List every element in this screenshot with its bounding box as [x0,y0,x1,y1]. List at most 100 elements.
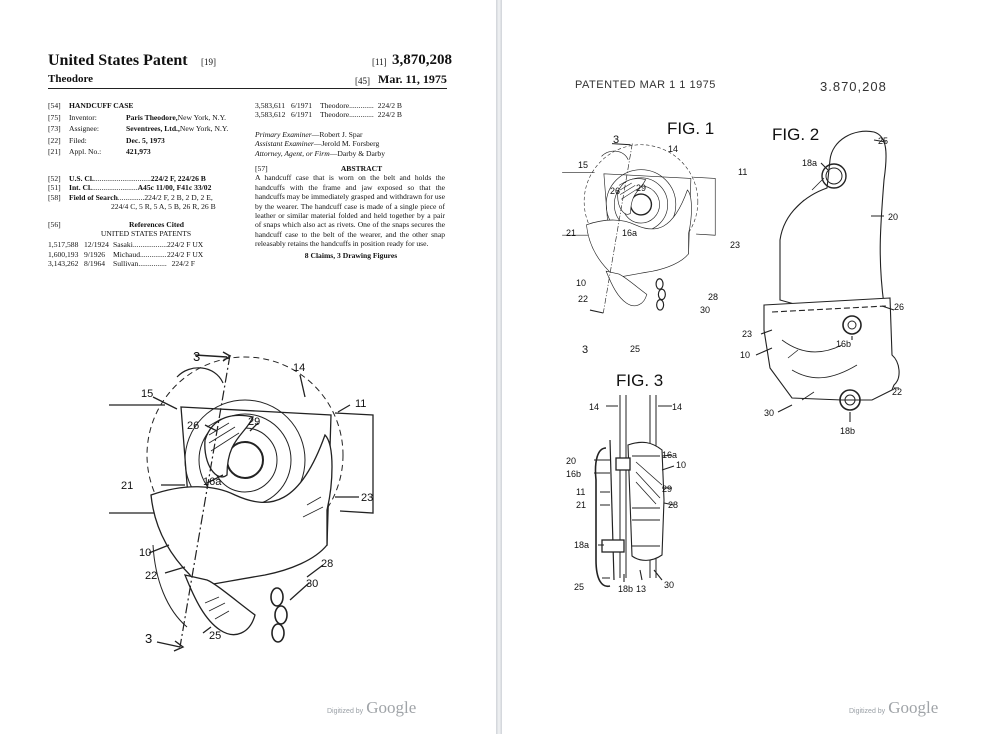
svg-text:14: 14 [589,402,599,412]
assistant-examiner: Assistant Examiner—Jerold M. Forsberg [255,139,380,149]
svg-text:18b: 18b [840,426,855,436]
claims-count: 8 Claims, 3 Drawing Figures [304,250,398,260]
drawing-sheet: PATENTED MAR 1 1 1975 3.870,208 FIG. 1 [502,0,1000,734]
svg-text:16b: 16b [566,469,581,479]
svg-text:28: 28 [708,292,718,302]
fig-2: FIG. 2 18a 25 20 26 23 16b 10 [740,125,904,436]
references-subheading: UNITED STATES PATENTS [100,229,192,238]
svg-text:11: 11 [738,167,747,177]
fig1-title: FIG. 1 [667,119,714,138]
svg-text:29: 29 [662,484,672,494]
svg-text:18b: 18b [618,584,633,594]
svg-text:14: 14 [668,144,678,154]
svg-text:21: 21 [576,500,586,510]
svg-text:10: 10 [740,350,750,360]
svg-text:22: 22 [892,387,902,397]
belt-loop-section [594,447,611,588]
svg-text:14: 14 [293,362,305,374]
front-page-figure: 3 3 14 15 11 26 29 21 16a 23 10 22 28 30… [109,349,374,652]
biblio-row: [73] Assignee: Seventrees, Ltd., New Yor… [48,124,229,134]
title-code: [19] [201,57,216,67]
svg-text:30: 30 [306,578,318,590]
fig3-title: FIG. 3 [616,371,663,390]
citation-row: 3,583,6116/1971Theodore.................… [255,101,402,110]
section-label-top: 3 [193,349,200,364]
sheet-patent-number: 3.870,208 [820,79,887,94]
abstract-text: A handcuff case that is worn on the belt… [255,173,445,249]
patent-number: 3,870,208 [392,52,452,68]
svg-text:15: 15 [141,388,153,400]
fig-3: FIG. 3 14 14 20 16b 16a 10 11 29 21 28 [566,371,686,594]
svg-text:25: 25 [630,344,640,354]
svg-text:22: 22 [578,294,588,304]
class-row: [52] U.S. Cl. ..........................… [48,173,206,183]
svg-text:30: 30 [764,408,774,418]
svg-text:30: 30 [700,305,710,315]
biblio-row: [22] Filed: Dec. 5, 1973 [48,135,165,145]
svg-text:23: 23 [742,329,752,339]
svg-text:23: 23 [730,240,740,250]
patent-title: United States Patent [48,52,188,69]
svg-text:10: 10 [139,547,151,559]
svg-text:26: 26 [894,302,904,312]
inventor-surname: Theodore [48,73,94,85]
svg-text:16a: 16a [622,228,637,238]
svg-text:23: 23 [361,492,373,504]
biblio-column: [54] HANDCUFF CASE [75] Inventor: Paris … [48,101,244,269]
svg-text:30: 30 [664,580,674,590]
svg-text:20: 20 [888,212,898,222]
svg-text:13: 13 [636,584,646,594]
biblio-row: [54] HANDCUFF CASE [48,101,134,110]
svg-text:29: 29 [248,416,260,428]
svg-text:29: 29 [636,183,646,193]
svg-text:18a: 18a [574,540,589,550]
svg-text:16a: 16a [662,450,677,460]
svg-text:28: 28 [321,558,333,570]
date-code: [45] [355,76,370,86]
svg-text:16b: 16b [836,339,851,349]
google-logo: Google [366,698,417,717]
svg-text:26: 26 [187,420,199,432]
invention-title: HANDCUFF CASE [69,101,134,110]
class-continuation: 224/4 C, 5 R, 5 A, 5 B, 26 R, 26 B [111,202,216,212]
right-column: 3,583,6116/1971Theodore.................… [255,101,447,260]
class-row: [58] Field of Search .............. 224/… [48,192,213,202]
biblio-row: [21] Appl. No.: 421,973 [48,147,151,157]
svg-text:18a: 18a [802,158,817,168]
attorney: Attorney, Agent, or Firm—Darby & Darby [255,148,386,158]
references-list-cont: 3,583,6116/1971Theodore.................… [255,101,447,120]
svg-text:25: 25 [574,582,584,592]
svg-text:21: 21 [121,480,133,492]
svg-text:16a: 16a [203,476,222,488]
case-back-panel [779,130,888,331]
drawing-figures: FIG. 1 3 3 14 [562,119,904,594]
fig-1: FIG. 1 3 3 14 [562,119,747,356]
svg-text:28: 28 [668,500,678,510]
google-logo: Google [888,698,939,717]
citation-row: 3,143,2628/1964Sullivan.................… [48,259,195,269]
section-label-bottom: 3 [145,631,152,646]
svg-text:15: 15 [578,160,588,170]
svg-text:11: 11 [355,398,366,410]
svg-text:20: 20 [566,456,576,466]
svg-text:25: 25 [209,630,221,642]
references-heading: References Cited [129,219,184,229]
svg-text:3: 3 [613,134,619,146]
class-row: [51] Int. Cl. ........................ A… [48,183,212,193]
svg-text:10: 10 [576,278,586,288]
page-gutter [496,0,502,734]
biblio-row: [75] Inventor: Paris Theodore, New York,… [48,112,227,122]
svg-text:26: 26 [610,186,620,196]
primary-examiner: Primary Examiner—Robert J. Spar [255,129,363,139]
svg-text:21: 21 [566,228,576,238]
header-rule [48,88,447,89]
number-code: [11] [372,57,387,67]
citation-row: 1,600,1939/1926Michaud..................… [48,249,204,259]
svg-text:11: 11 [576,487,585,497]
svg-text:10: 10 [676,460,686,470]
svg-text:3: 3 [582,344,588,356]
patent-date: Mar. 11, 1975 [378,72,447,86]
svg-text:14: 14 [672,402,682,412]
